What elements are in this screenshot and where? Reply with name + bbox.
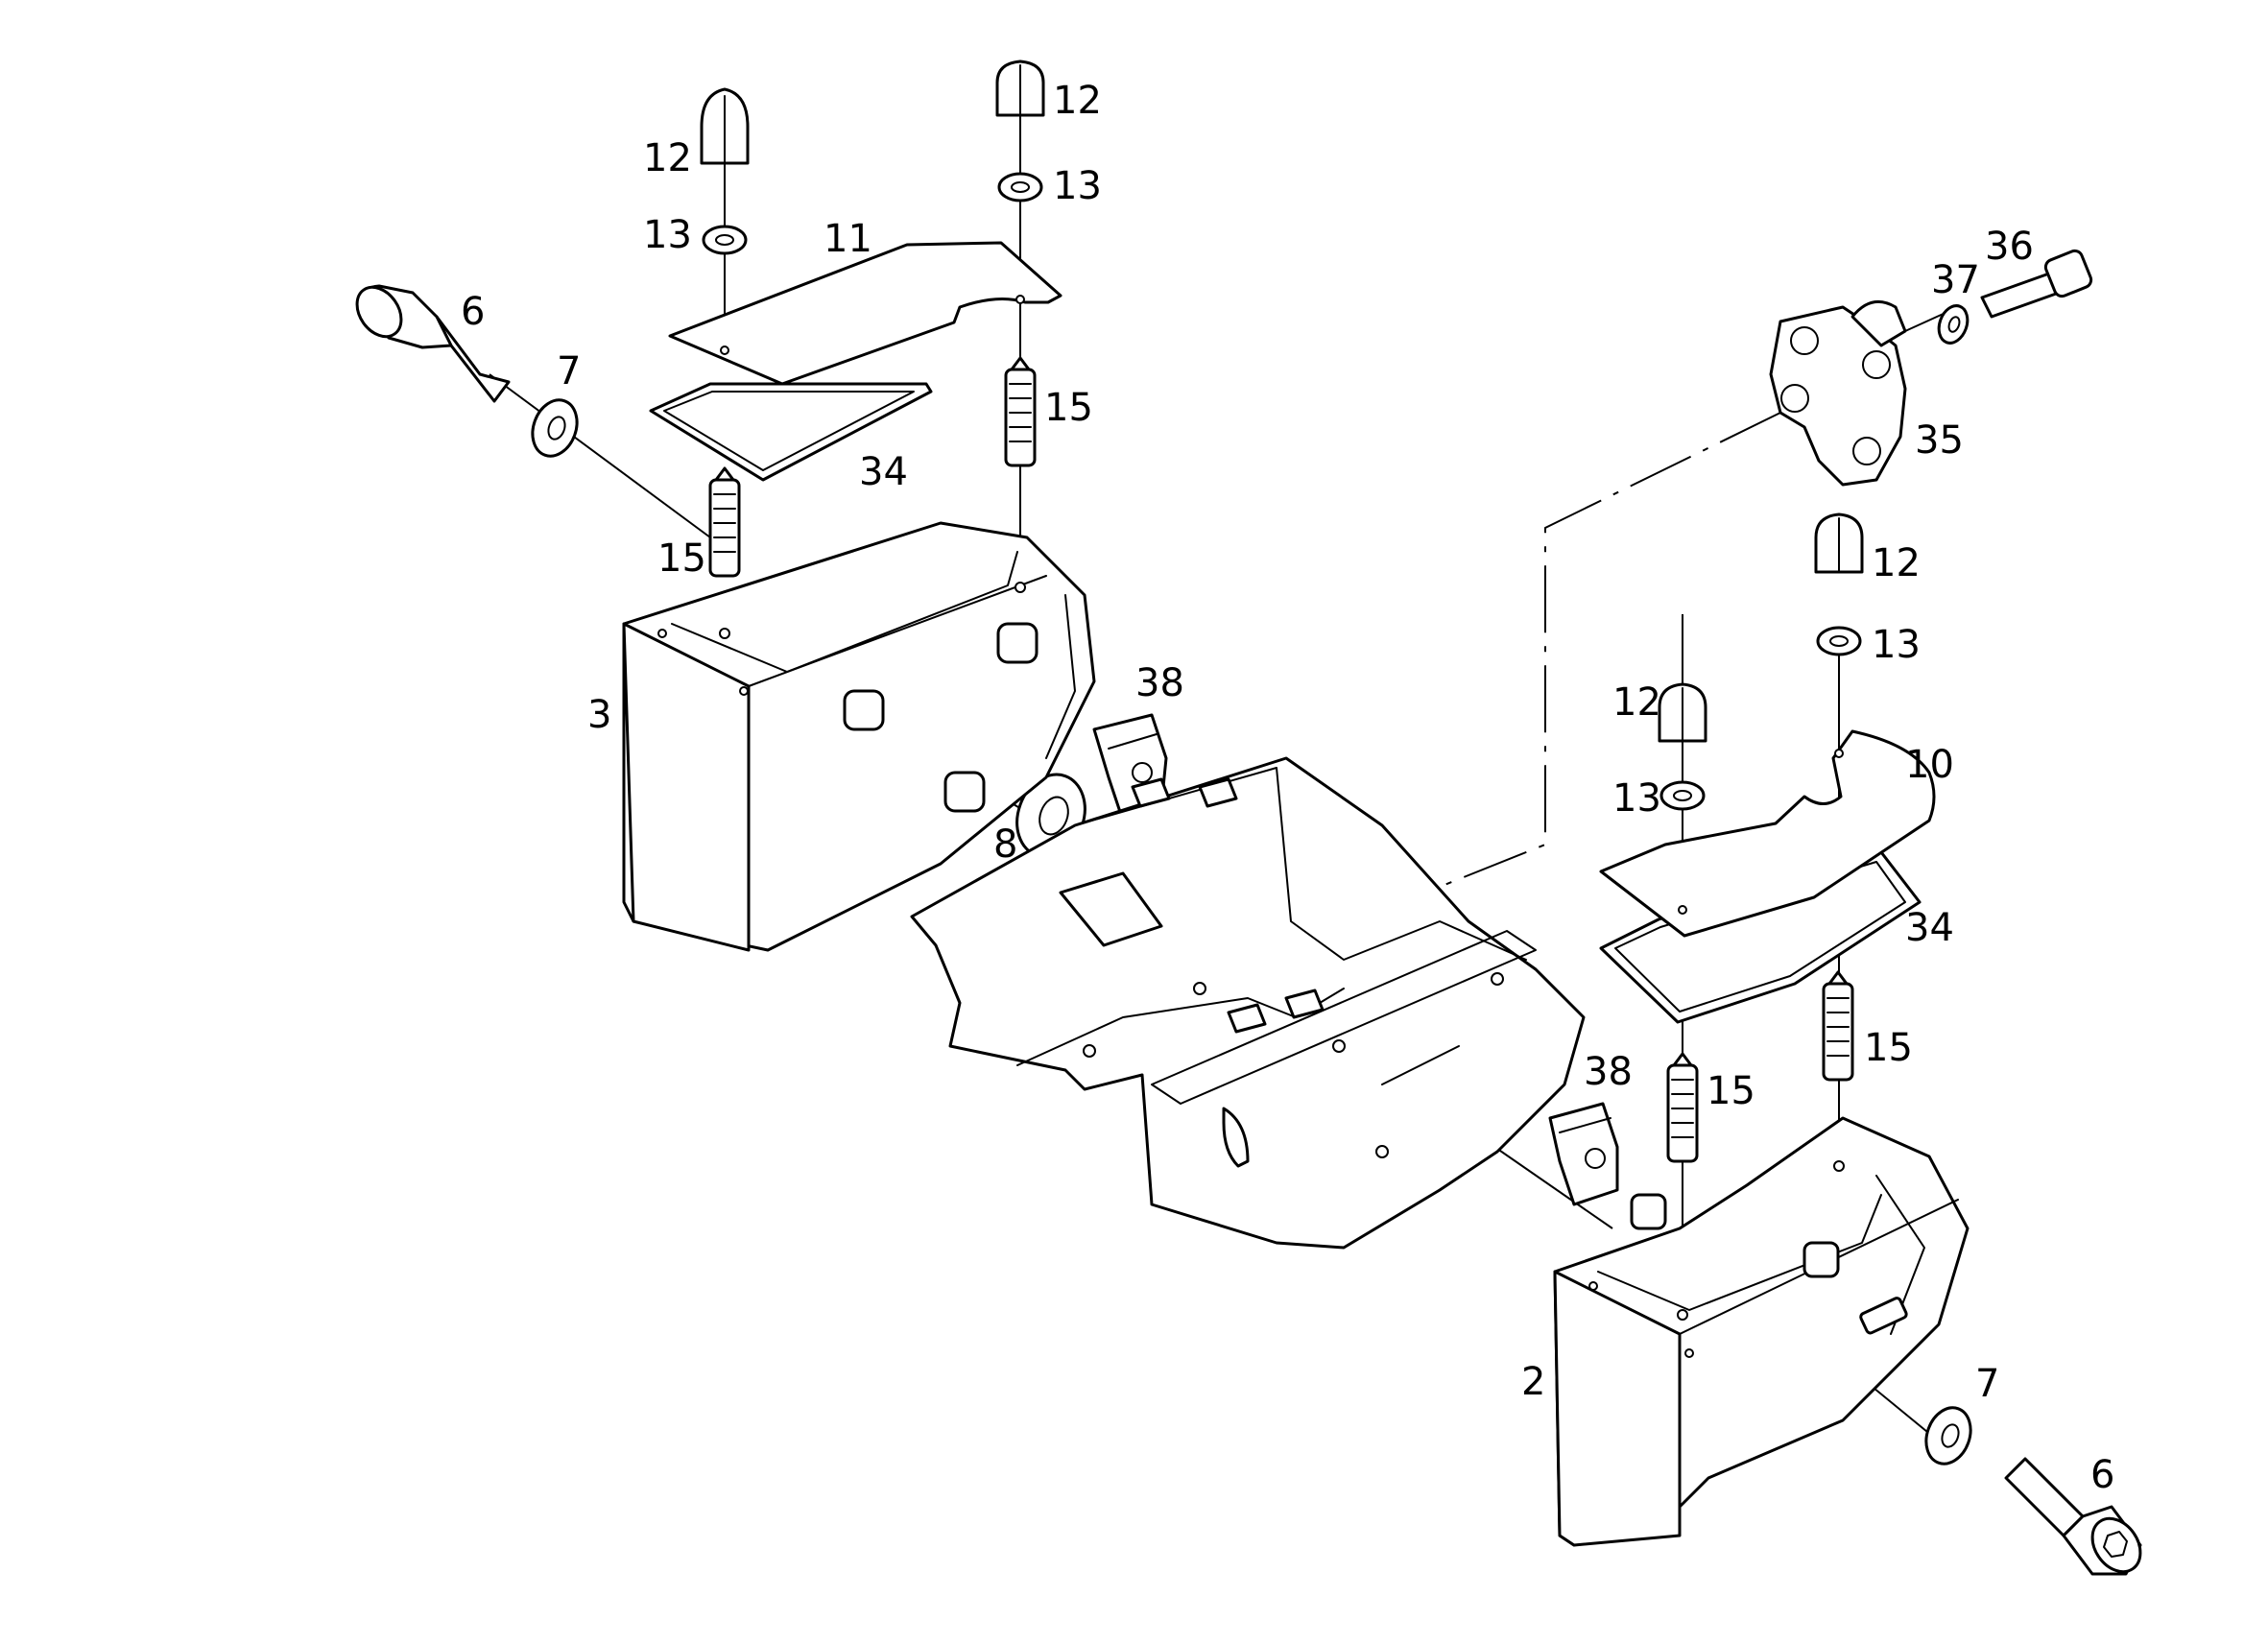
cap-nut-12-c <box>1814 512 1864 574</box>
clip-38-b <box>1548 1102 1619 1206</box>
callout-36: 36 <box>1985 225 2034 269</box>
callout-13-c: 13 <box>1872 623 1921 667</box>
callout-34-b: 34 <box>1905 906 1954 950</box>
callout-15-a: 15 <box>657 536 706 581</box>
stud-15-b <box>1004 356 1037 467</box>
callout-12-d: 12 <box>1612 680 1661 725</box>
callout-13-d: 13 <box>1612 776 1661 821</box>
washer-7-b <box>1924 1406 1972 1465</box>
cap-screw-6-a <box>355 284 511 403</box>
callout-15-c: 15 <box>1864 1026 1913 1070</box>
callout-15-d: 15 <box>1707 1069 1755 1113</box>
callout-8: 8 <box>993 822 1017 867</box>
callout-11: 11 <box>824 217 872 261</box>
callout-35: 35 <box>1915 418 1964 463</box>
cap-nut-12-b <box>995 60 1045 117</box>
center-bracket-frame <box>910 756 1586 1250</box>
callout-38-a: 38 <box>1135 661 1184 705</box>
callout-12-c: 12 <box>1872 541 1921 585</box>
washer-37 <box>1937 304 1970 345</box>
gasket-34-lower <box>1599 850 1922 1024</box>
cap-screw-6-b <box>2004 1457 2142 1576</box>
callout-13-a: 13 <box>643 213 692 257</box>
callout-6-b: 6 <box>2090 1453 2114 1497</box>
stud-15-d <box>1666 1052 1699 1163</box>
callout-2: 2 <box>1521 1360 1545 1404</box>
callout-7-a: 7 <box>557 349 581 393</box>
washer-13-d <box>1659 780 1706 811</box>
callout-37: 37 <box>1931 258 1980 302</box>
callout-10: 10 <box>1905 743 1954 787</box>
washer-7-a <box>531 398 579 458</box>
cap-nut-12-a <box>700 87 750 165</box>
flange-35 <box>1769 299 1907 487</box>
cap-nut-12-d <box>1658 682 1707 743</box>
callout-15-b: 15 <box>1044 386 1093 430</box>
housing-3 <box>622 521 1096 952</box>
gasket-34-upper <box>649 382 933 482</box>
cover-plate-10 <box>1599 729 1936 938</box>
callout-13-b: 13 <box>1053 164 1102 208</box>
housing-2 <box>1553 1116 1970 1547</box>
callout-34-a: 34 <box>859 450 908 494</box>
stud-15-c <box>1822 970 1854 1082</box>
callout-3: 3 <box>587 693 611 737</box>
washer-13-b <box>997 172 1043 203</box>
screw-36 <box>1980 249 2093 319</box>
stud-15-a <box>708 466 741 578</box>
callout-labels: 12 12 12 12 13 13 13 13 11 10 6 6 7 7 15… <box>461 79 2114 1497</box>
callout-7-b: 7 <box>1975 1362 1999 1406</box>
callout-38-b: 38 <box>1584 1050 1633 1094</box>
washer-13-a <box>702 225 748 255</box>
callout-12-b: 12 <box>1053 79 1102 123</box>
washer-13-c <box>1816 626 1862 656</box>
cover-plate-11 <box>668 241 1062 386</box>
callout-12-a: 12 <box>643 136 692 180</box>
callout-6-a: 6 <box>461 290 485 334</box>
